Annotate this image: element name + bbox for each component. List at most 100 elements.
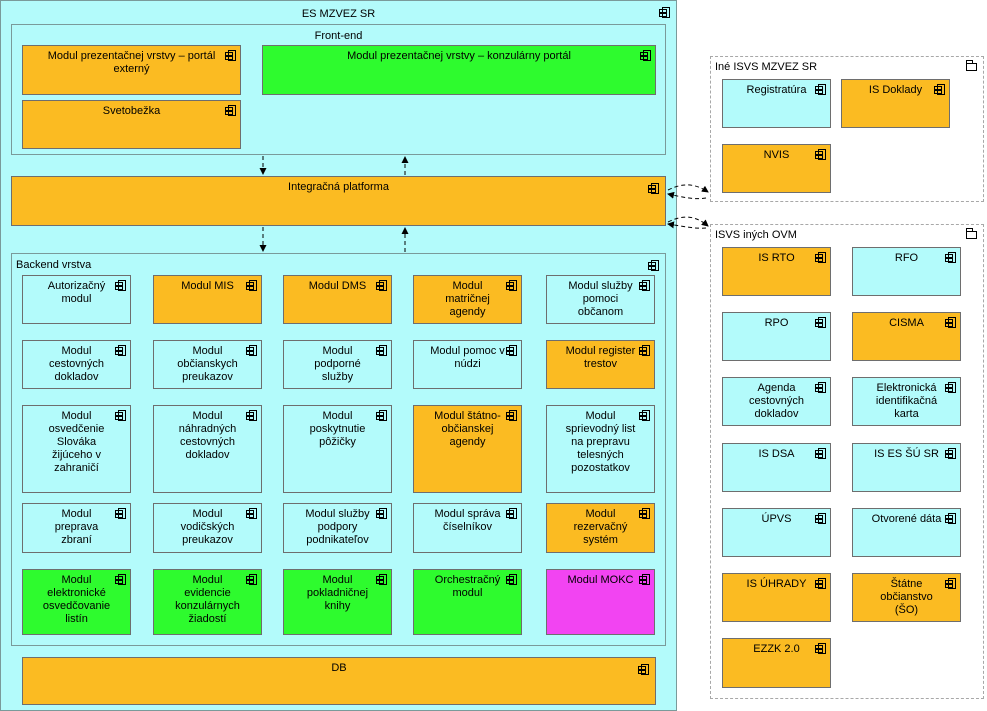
module-dms[interactable]: Modul DMS bbox=[283, 275, 392, 324]
component-icon bbox=[506, 280, 517, 291]
component-icon bbox=[246, 410, 257, 421]
module-preprava-zbrani[interactable]: Modul preprava zbraní bbox=[22, 503, 131, 553]
module-pomoc-v-nudzi[interactable]: Modul pomoc v núdzi bbox=[413, 340, 522, 389]
module-is-rto[interactable]: IS RTO bbox=[722, 247, 831, 296]
module-vodicskych-preukazov[interactable]: Modul vodičských preukazov bbox=[153, 503, 262, 553]
component-icon bbox=[225, 50, 236, 61]
integration-platform[interactable]: Integračná platforma bbox=[11, 176, 666, 226]
module-label: Orchestračný modul bbox=[434, 574, 501, 599]
component-icon bbox=[376, 574, 387, 585]
component-icon bbox=[115, 345, 126, 356]
module-matricnej-agendy[interactable]: Modul matričnej agendy bbox=[413, 275, 522, 324]
module-label: Agenda cestovných dokladov bbox=[748, 382, 805, 420]
component-icon bbox=[638, 664, 649, 675]
module-mis[interactable]: Modul MIS bbox=[153, 275, 262, 324]
module-autorizacny[interactable]: Autorizačný modul bbox=[22, 275, 131, 324]
module-otvorene-data[interactable]: Otvorené dáta bbox=[852, 508, 961, 557]
module-is-doklady[interactable]: IS Doklady bbox=[841, 79, 950, 128]
module-cisma[interactable]: CISMA bbox=[852, 312, 961, 361]
module-label: ÚPVS bbox=[761, 513, 792, 525]
module-label: Modul prezentačnej vrstvy – konzulárny p… bbox=[347, 50, 571, 62]
integration-label: Integračná platforma bbox=[288, 181, 389, 193]
module-podporne-sluzby[interactable]: Modul podporné služby bbox=[283, 340, 392, 389]
module-rpo[interactable]: RPO bbox=[722, 312, 831, 361]
db-component[interactable]: DB bbox=[22, 657, 656, 705]
module-label: Modul náhradných cestovných dokladov bbox=[178, 410, 237, 461]
component-icon bbox=[815, 317, 826, 328]
component-icon bbox=[945, 252, 956, 263]
module-sluzby-pomoci[interactable]: Modul služby pomoci občanom bbox=[546, 275, 655, 324]
component-icon bbox=[376, 508, 387, 519]
component-icon bbox=[115, 508, 126, 519]
component-icon bbox=[648, 183, 659, 194]
module-orchestracny[interactable]: Orchestračný modul bbox=[413, 569, 522, 635]
module-is-es-su-sr[interactable]: IS ES ŠÚ SR bbox=[852, 443, 961, 492]
component-icon bbox=[945, 578, 956, 589]
module-sprava-ciselnikov[interactable]: Modul správa číselníkov bbox=[413, 503, 522, 553]
component-icon bbox=[506, 345, 517, 356]
module-cestovnych-dokladov[interactable]: Modul cestovných dokladov bbox=[22, 340, 131, 389]
component-icon bbox=[648, 260, 659, 271]
module-agenda-cestovnych-dokladov[interactable]: Agenda cestovných dokladov bbox=[722, 377, 831, 426]
component-icon bbox=[246, 574, 257, 585]
module-label: Modul osvedčenie Slováka žijúceho v zahr… bbox=[48, 410, 105, 474]
module-label: Elektronická identifikačná karta bbox=[875, 382, 938, 420]
module-svetobezka[interactable]: Svetobežka bbox=[22, 100, 241, 149]
component-icon bbox=[376, 410, 387, 421]
module-label: Modul služby podpory podnikateľov bbox=[305, 508, 370, 546]
module-label: Modul podporné služby bbox=[314, 345, 361, 383]
component-icon bbox=[115, 280, 126, 291]
component-icon bbox=[506, 410, 517, 421]
module-rfo[interactable]: RFO bbox=[852, 247, 961, 296]
module-konzularny-portal[interactable]: Modul prezentačnej vrstvy – konzulárny p… bbox=[262, 45, 656, 95]
folder-icon bbox=[966, 60, 977, 71]
module-label: Modul pomoc v núdzi bbox=[430, 345, 505, 370]
component-icon bbox=[246, 345, 257, 356]
module-label: Modul preprava zbraní bbox=[54, 508, 99, 546]
module-label: Modul matričnej agendy bbox=[445, 280, 490, 318]
module-label: NVIS bbox=[763, 149, 790, 161]
component-icon bbox=[659, 7, 670, 18]
component-icon bbox=[640, 50, 651, 61]
module-registratura[interactable]: Registratúra bbox=[722, 79, 831, 128]
module-label: Modul poskytnutie pôžičky bbox=[309, 410, 366, 448]
module-podpory-podnikatelov[interactable]: Modul služby podpory podnikateľov bbox=[283, 503, 392, 553]
module-osvedcenie-slovaka[interactable]: Modul osvedčenie Slováka žijúceho v zahr… bbox=[22, 405, 131, 493]
module-is-uhrady[interactable]: IS ÚHRADY bbox=[722, 573, 831, 622]
module-label: RPO bbox=[764, 317, 789, 329]
component-icon bbox=[246, 280, 257, 291]
db-label: DB bbox=[331, 662, 347, 674]
module-label: Otvorené dáta bbox=[871, 513, 942, 525]
module-label: Modul prezentačnej vrstvy – portál exter… bbox=[47, 50, 216, 75]
component-icon bbox=[376, 280, 387, 291]
module-label: Modul pokladničnej knihy bbox=[306, 574, 369, 612]
module-label: Modul evidencie konzulárnych žiadostí bbox=[175, 574, 240, 625]
module-statno-obcianskej[interactable]: Modul štátno-občianskej agendy bbox=[413, 405, 522, 493]
component-icon bbox=[815, 448, 826, 459]
module-label: RFO bbox=[894, 252, 919, 264]
module-poskytnutie-pozicky[interactable]: Modul poskytnutie pôžičky bbox=[283, 405, 392, 493]
module-portal-externy[interactable]: Modul prezentačnej vrstvy – portál exter… bbox=[22, 45, 241, 95]
component-icon bbox=[815, 84, 826, 95]
module-obcianskych-preukazov[interactable]: Modul občianskych preukazov bbox=[153, 340, 262, 389]
module-upvs[interactable]: ÚPVS bbox=[722, 508, 831, 557]
module-sprievodny-list[interactable]: Modul sprievodný list na prepravu telesn… bbox=[546, 405, 655, 493]
module-konzularnych-ziadosti[interactable]: Modul evidencie konzulárnych žiadostí bbox=[153, 569, 262, 635]
component-icon bbox=[945, 448, 956, 459]
module-rezervacny-system[interactable]: Modul rezervačný systém bbox=[546, 503, 655, 553]
module-nahradnych-dokladov[interactable]: Modul náhradných cestovných dokladov bbox=[153, 405, 262, 493]
module-pokladnicnej-knihy[interactable]: Modul pokladničnej knihy bbox=[283, 569, 392, 635]
module-osvedcovanie-listin[interactable]: Modul elektronické osvedčovanie listín bbox=[22, 569, 131, 635]
module-is-dsa[interactable]: IS DSA bbox=[722, 443, 831, 492]
module-nvis[interactable]: NVIS bbox=[722, 144, 831, 193]
module-ezzk[interactable]: EZZK 2.0 bbox=[722, 638, 831, 688]
module-eid-karta[interactable]: Elektronická identifikačná karta bbox=[852, 377, 961, 426]
frontend-title: Front-end bbox=[314, 30, 363, 42]
module-mokc[interactable]: Modul MOKC bbox=[546, 569, 655, 635]
module-register-trestov[interactable]: Modul register trestov bbox=[546, 340, 655, 389]
component-icon bbox=[506, 574, 517, 585]
module-label: IS ES ŠÚ SR bbox=[874, 448, 939, 460]
module-label: Modul štátno-občianskej agendy bbox=[434, 410, 501, 448]
module-statne-obcianstvo[interactable]: Štátne občianstvo (ŠO) bbox=[852, 573, 961, 622]
component-icon bbox=[815, 382, 826, 393]
